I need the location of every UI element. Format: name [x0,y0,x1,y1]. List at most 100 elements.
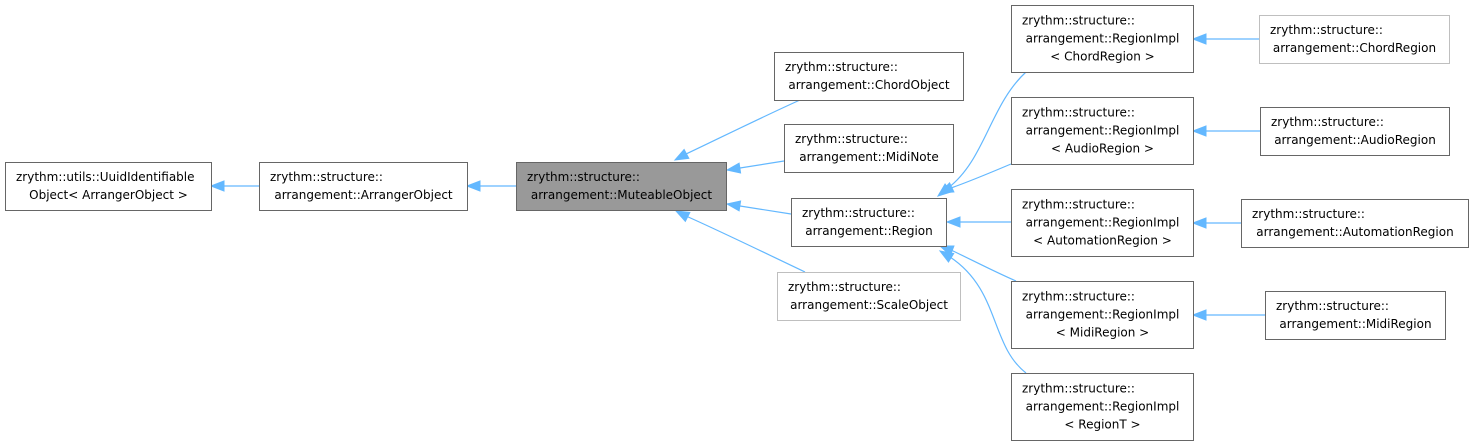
class-box [1260,107,1450,156]
class-node-muteable: zrythm::structure::arrangement::Muteable… [516,162,727,211]
edge-chordobj-to-muteable [673,99,801,161]
arrowhead-icon [938,250,955,263]
class-node-arranger[interactable]: zrythm::structure::arrangement::Arranger… [259,162,468,211]
class-node-ri_midi[interactable]: zrythm::structure::arrangement::RegionIm… [1011,281,1194,349]
arrowhead-icon [1191,217,1207,229]
class-label-line: arrangement::RegionImpl [1026,32,1180,46]
class-node-ri_audio[interactable]: zrythm::structure::arrangement::RegionIm… [1011,97,1194,165]
class-box [784,124,954,173]
arrowhead-icon [725,200,742,212]
class-label-line: arrangement::Region [805,224,933,238]
class-box [1011,281,1194,349]
class-label-line: zrythm::structure:: [1022,198,1135,212]
class-label-line: arrangement::RegionImpl [1026,124,1180,138]
class-label-line: zrythm::structure:: [1271,115,1384,129]
edge-line [685,215,806,273]
class-label-line: arrangement::RegionImpl [1026,216,1180,230]
arrowhead-icon [1191,33,1207,45]
class-label-line: arrangement::ChordObject [788,78,949,92]
class-node-audioregion[interactable]: zrythm::structure::arrangement::AudioReg… [1260,107,1450,156]
edge-scaleobj-to-muteable [674,210,806,273]
arrowhead-icon [209,180,225,192]
class-label-line: zrythm::structure:: [1270,23,1383,37]
class-label-line: zrythm::structure:: [1022,382,1135,396]
edge-muteable-to-arranger [465,180,516,192]
edge-midinote-to-muteable [725,160,785,174]
class-label-line: zrythm::structure:: [788,280,901,294]
class-label-line: < MidiRegion > [1056,326,1149,340]
class-label-line: arrangement::ArrangerObject [274,188,453,202]
edge-chordregion-to-ri_chord [1191,33,1259,45]
edge-ri_t-to-region [938,250,1027,374]
edge-line [950,249,1017,282]
edge-ri_audio-to-region [938,163,1012,194]
class-label-line: arrangement::AutomationRegion [1256,225,1453,239]
class-node-scaleobj[interactable]: zrythm::structure::arrangement::ScaleObj… [777,272,961,321]
class-label-line: zrythm::structure:: [802,206,915,220]
class-label-line: arrangement::RegionImpl [1026,400,1180,414]
class-label-line: arrangement::RegionImpl [1026,308,1180,322]
class-node-ri_chord[interactable]: zrythm::structure::arrangement::RegionIm… [1011,5,1194,73]
edge-line [683,99,801,156]
class-node-chordregion[interactable]: zrythm::structure::arrangement::ChordReg… [1259,15,1450,64]
class-box [1011,189,1194,257]
class-node-chordobj[interactable]: zrythm::structure::arrangement::ChordObj… [774,52,964,101]
class-box [1011,5,1194,73]
arrowhead-icon [945,216,961,228]
class-node-ri_t[interactable]: zrythm::structure::arrangement::RegionIm… [1011,373,1194,441]
edges-layer [209,33,1265,374]
class-box [1265,291,1446,340]
edge-line [739,160,785,169]
arrowhead-icon [673,148,690,161]
class-label-line: arrangement::AudioRegion [1274,133,1436,147]
edge-arranger-to-uuid [209,180,259,192]
class-node-region[interactable]: zrythm::structure::arrangement::Region [791,198,947,247]
class-box [791,198,947,247]
class-label-line: < RegionT > [1064,418,1140,432]
edge-region-to-muteable [725,200,792,215]
class-node-midinote[interactable]: zrythm::structure::arrangement::MidiNote [784,124,954,173]
class-label-line: arrangement::ScaleObject [790,298,948,312]
edge-midiregion-to-ri_midi [1191,309,1265,321]
class-label-line: < AudioRegion > [1051,142,1154,156]
class-label-line: arrangement::MidiRegion [1279,317,1431,331]
class-label-line: arrangement::MuteableObject [531,188,713,202]
class-node-midiregion[interactable]: zrythm::structure::arrangement::MidiRegi… [1265,291,1446,340]
class-box [1011,97,1194,165]
class-label-line: < AutomationRegion > [1033,234,1172,248]
edge-audioregion-to-ri_audio [1191,125,1260,137]
edge-line [949,256,1027,374]
edge-line [739,205,792,215]
class-box [516,162,727,211]
arrowhead-icon [938,182,955,194]
class-label-line: zrythm::structure:: [1252,207,1365,221]
class-box [1241,199,1469,248]
class-node-autoregion[interactable]: zrythm::structure::arrangement::Automati… [1241,199,1469,248]
arrowhead-icon [1191,309,1207,321]
class-box [774,52,964,101]
class-box [777,272,961,321]
class-label-line: zrythm::structure:: [1276,299,1389,313]
class-label-line: zrythm::structure:: [1022,14,1135,28]
class-box [259,162,468,211]
class-label-line: zrythm::structure:: [785,60,898,74]
class-node-ri_auto[interactable]: zrythm::structure::arrangement::RegionIm… [1011,189,1194,257]
edge-line [950,163,1012,189]
edge-autoregion-to-ri_auto [1191,217,1241,229]
class-label-line: Object< ArrangerObject > [29,188,188,202]
arrowhead-icon [465,180,481,192]
class-label-line: zrythm::structure:: [1022,106,1135,120]
class-box [1259,15,1450,64]
class-label-line: arrangement::MidiNote [799,150,938,164]
class-label-line: zrythm::structure:: [795,132,908,146]
arrowhead-icon [674,210,691,223]
class-box [5,162,212,211]
arrowhead-icon [725,162,742,174]
class-label-line: zrythm::structure:: [527,170,640,184]
class-label-line: zrythm::structure:: [270,170,383,184]
edge-line [947,71,1027,189]
edge-ri_auto-to-region [945,216,1011,228]
